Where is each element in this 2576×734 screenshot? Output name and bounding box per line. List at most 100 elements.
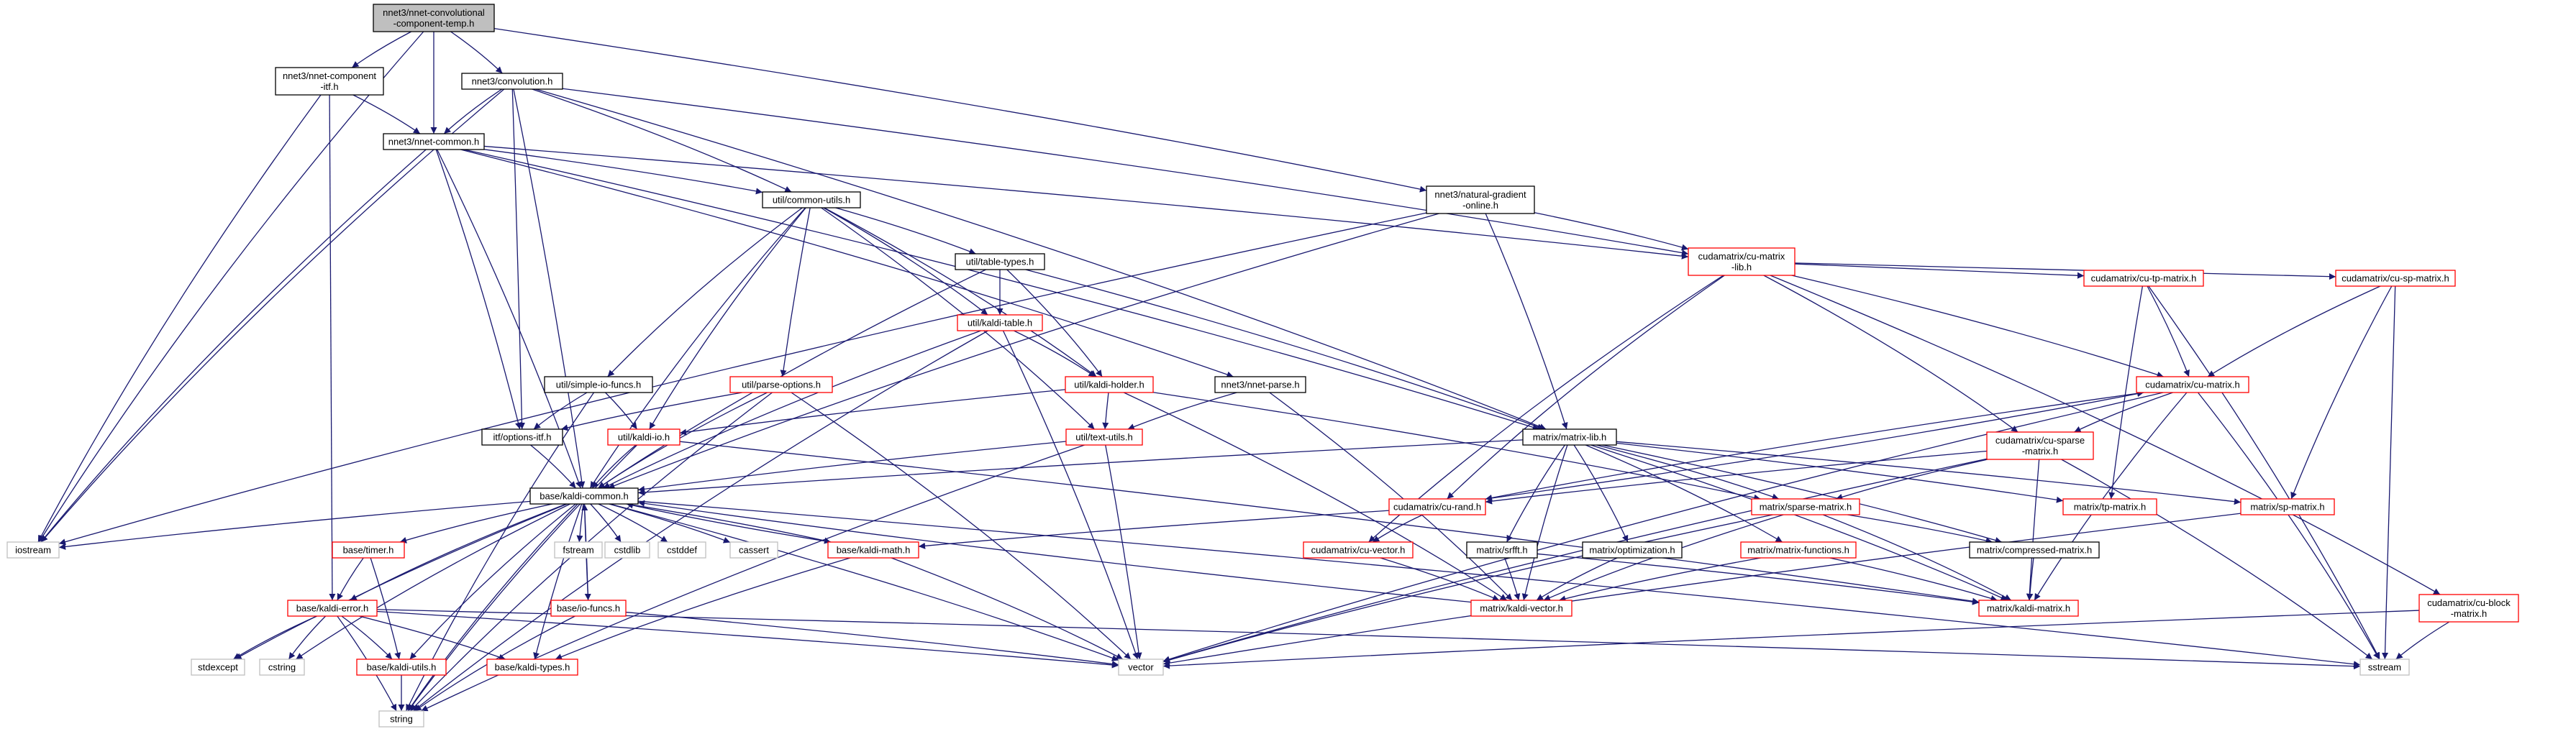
- node-matrix_functions[interactable]: matrix/matrix-functions.h: [1740, 541, 1857, 559]
- node-common_utils[interactable]: util/common-utils.h: [762, 191, 861, 208]
- node-component_itf[interactable]: nnet3/nnet-component-itf.h: [275, 67, 384, 96]
- node-kaldi_utils[interactable]: base/kaldi-utils.h: [356, 659, 447, 676]
- node-cu_block[interactable]: cudamatrix/cu-block-matrix.h: [2418, 594, 2519, 623]
- node-box-iostream[interactable]: [6, 541, 60, 559]
- node-box-timer[interactable]: [332, 541, 405, 559]
- node-box-kaldi_math[interactable]: [827, 541, 919, 559]
- node-box-kaldi_common[interactable]: [529, 487, 639, 505]
- node-box-component_itf[interactable]: [275, 67, 384, 96]
- node-kaldi_table[interactable]: util/kaldi-table.h: [957, 314, 1043, 331]
- node-box-convolution[interactable]: [461, 73, 563, 90]
- node-kaldi_common[interactable]: base/kaldi-common.h: [529, 487, 639, 505]
- node-box-cu_matrix[interactable]: [2136, 376, 2249, 393]
- node-box-string[interactable]: [378, 710, 424, 728]
- node-box-kaldi_utils[interactable]: [356, 659, 447, 676]
- node-box-simple_io[interactable]: [544, 376, 653, 393]
- node-box-cu_vector[interactable]: [1303, 541, 1414, 559]
- node-table_types[interactable]: util/table-types.h: [955, 253, 1045, 270]
- node-box-kaldi_error[interactable]: [287, 600, 378, 617]
- node-kaldi_math[interactable]: base/kaldi-math.h: [827, 541, 919, 559]
- node-text_utils[interactable]: util/text-utils.h: [1065, 428, 1143, 446]
- node-box-sstream[interactable]: [2359, 659, 2410, 676]
- node-simple_io[interactable]: util/simple-io-funcs.h: [544, 376, 653, 393]
- node-cu_rand[interactable]: cudamatrix/cu-rand.h: [1388, 498, 1486, 515]
- node-tp_matrix[interactable]: matrix/tp-matrix.h: [2062, 498, 2157, 515]
- node-box-cstddef[interactable]: [657, 541, 706, 559]
- node-kaldi_types[interactable]: base/kaldi-types.h: [486, 659, 578, 676]
- node-box-parse_options[interactable]: [729, 376, 833, 393]
- node-box-cassert[interactable]: [729, 541, 778, 559]
- node-natural_gradient[interactable]: nnet3/natural-gradient-online.h: [1426, 185, 1535, 214]
- node-box-matrix_lib[interactable]: [1522, 428, 1617, 446]
- node-cu_matrix[interactable]: cudamatrix/cu-matrix.h: [2136, 376, 2249, 393]
- node-iostream[interactable]: iostream: [6, 541, 60, 559]
- node-box-root[interactable]: [373, 4, 495, 32]
- node-convolution[interactable]: nnet3/convolution.h: [461, 73, 563, 90]
- node-cstdlib[interactable]: cstdlib: [604, 541, 650, 559]
- node-matrix_lib[interactable]: matrix/matrix-lib.h: [1522, 428, 1617, 446]
- node-optimization[interactable]: matrix/optimization.h: [1582, 541, 1683, 559]
- node-box-sparse_matrix[interactable]: [1751, 498, 1860, 515]
- node-box-table_types[interactable]: [955, 253, 1045, 270]
- node-cu_vector[interactable]: cudamatrix/cu-vector.h: [1303, 541, 1414, 559]
- node-sparse_matrix[interactable]: matrix/sparse-matrix.h: [1751, 498, 1860, 515]
- node-sstream[interactable]: sstream: [2359, 659, 2410, 676]
- node-parse_options[interactable]: util/parse-options.h: [729, 376, 833, 393]
- node-timer[interactable]: base/timer.h: [332, 541, 405, 559]
- node-fstream[interactable]: fstream: [554, 541, 603, 559]
- node-box-common_utils[interactable]: [762, 191, 861, 208]
- node-cstring[interactable]: cstring: [259, 659, 305, 676]
- node-box-cu_matrix_lib[interactable]: [1688, 247, 1796, 276]
- node-nnet_parse[interactable]: nnet3/nnet-parse.h: [1214, 376, 1306, 393]
- node-options_itf[interactable]: itf/options-itf.h: [481, 428, 563, 446]
- node-vector[interactable]: vector: [1118, 659, 1164, 676]
- node-box-cstdlib[interactable]: [604, 541, 650, 559]
- node-box-cu_sparse[interactable]: [1986, 431, 2094, 460]
- node-box-stdexcept[interactable]: [191, 659, 245, 676]
- node-cu_sparse[interactable]: cudamatrix/cu-sparse-matrix.h: [1986, 431, 2094, 460]
- node-cu_tp_matrix[interactable]: cudamatrix/cu-tp-matrix.h: [2083, 270, 2204, 287]
- node-box-kaldi_matrix[interactable]: [1978, 600, 2079, 617]
- node-kaldi_io[interactable]: util/kaldi-io.h: [607, 428, 681, 446]
- node-kaldi_vector[interactable]: matrix/kaldi-vector.h: [1470, 600, 1573, 617]
- node-box-sp_matrix[interactable]: [2240, 498, 2335, 515]
- node-box-matrix_functions[interactable]: [1740, 541, 1857, 559]
- node-box-natural_gradient[interactable]: [1426, 185, 1535, 214]
- node-kaldi_matrix[interactable]: matrix/kaldi-matrix.h: [1978, 600, 2079, 617]
- node-box-cu_tp_matrix[interactable]: [2083, 270, 2204, 287]
- node-box-vector[interactable]: [1118, 659, 1164, 676]
- node-cu_matrix_lib[interactable]: cudamatrix/cu-matrix-lib.h: [1688, 247, 1796, 276]
- node-compressed_matrix[interactable]: matrix/compressed-matrix.h: [1969, 541, 2100, 559]
- node-kaldi_error[interactable]: base/kaldi-error.h: [287, 600, 378, 617]
- node-stdexcept[interactable]: stdexcept: [191, 659, 245, 676]
- node-box-kaldi_types[interactable]: [486, 659, 578, 676]
- node-box-options_itf[interactable]: [481, 428, 563, 446]
- node-box-srfft[interactable]: [1466, 541, 1538, 559]
- node-box-text_utils[interactable]: [1065, 428, 1143, 446]
- node-nnet_common[interactable]: nnet3/nnet-common.h: [383, 133, 485, 150]
- node-box-kaldi_holder[interactable]: [1065, 376, 1154, 393]
- node-box-cu_block[interactable]: [2418, 594, 2519, 623]
- node-srfft[interactable]: matrix/srfft.h: [1466, 541, 1538, 559]
- node-box-tp_matrix[interactable]: [2062, 498, 2157, 515]
- node-box-cu_sp_matrix[interactable]: [2335, 270, 2456, 287]
- node-cassert[interactable]: cassert: [729, 541, 778, 559]
- node-box-nnet_common[interactable]: [383, 133, 485, 150]
- node-box-compressed_matrix[interactable]: [1969, 541, 2100, 559]
- node-kaldi_holder[interactable]: util/kaldi-holder.h: [1065, 376, 1154, 393]
- node-box-io_funcs[interactable]: [550, 600, 627, 617]
- node-cu_sp_matrix[interactable]: cudamatrix/cu-sp-matrix.h: [2335, 270, 2456, 287]
- node-box-cu_rand[interactable]: [1388, 498, 1486, 515]
- node-box-kaldi_vector[interactable]: [1470, 600, 1573, 617]
- node-io_funcs[interactable]: base/io-funcs.h: [550, 600, 627, 617]
- node-root[interactable]: nnet3/nnet-convolutional-component-temp.…: [373, 4, 495, 32]
- node-string[interactable]: string: [378, 710, 424, 728]
- node-box-kaldi_io[interactable]: [607, 428, 681, 446]
- node-box-cstring[interactable]: [259, 659, 305, 676]
- node-sp_matrix[interactable]: matrix/sp-matrix.h: [2240, 498, 2335, 515]
- node-box-kaldi_table[interactable]: [957, 314, 1043, 331]
- node-box-fstream[interactable]: [554, 541, 603, 559]
- node-box-nnet_parse[interactable]: [1214, 376, 1306, 393]
- node-box-optimization[interactable]: [1582, 541, 1683, 559]
- node-cstddef[interactable]: cstddef: [657, 541, 706, 559]
